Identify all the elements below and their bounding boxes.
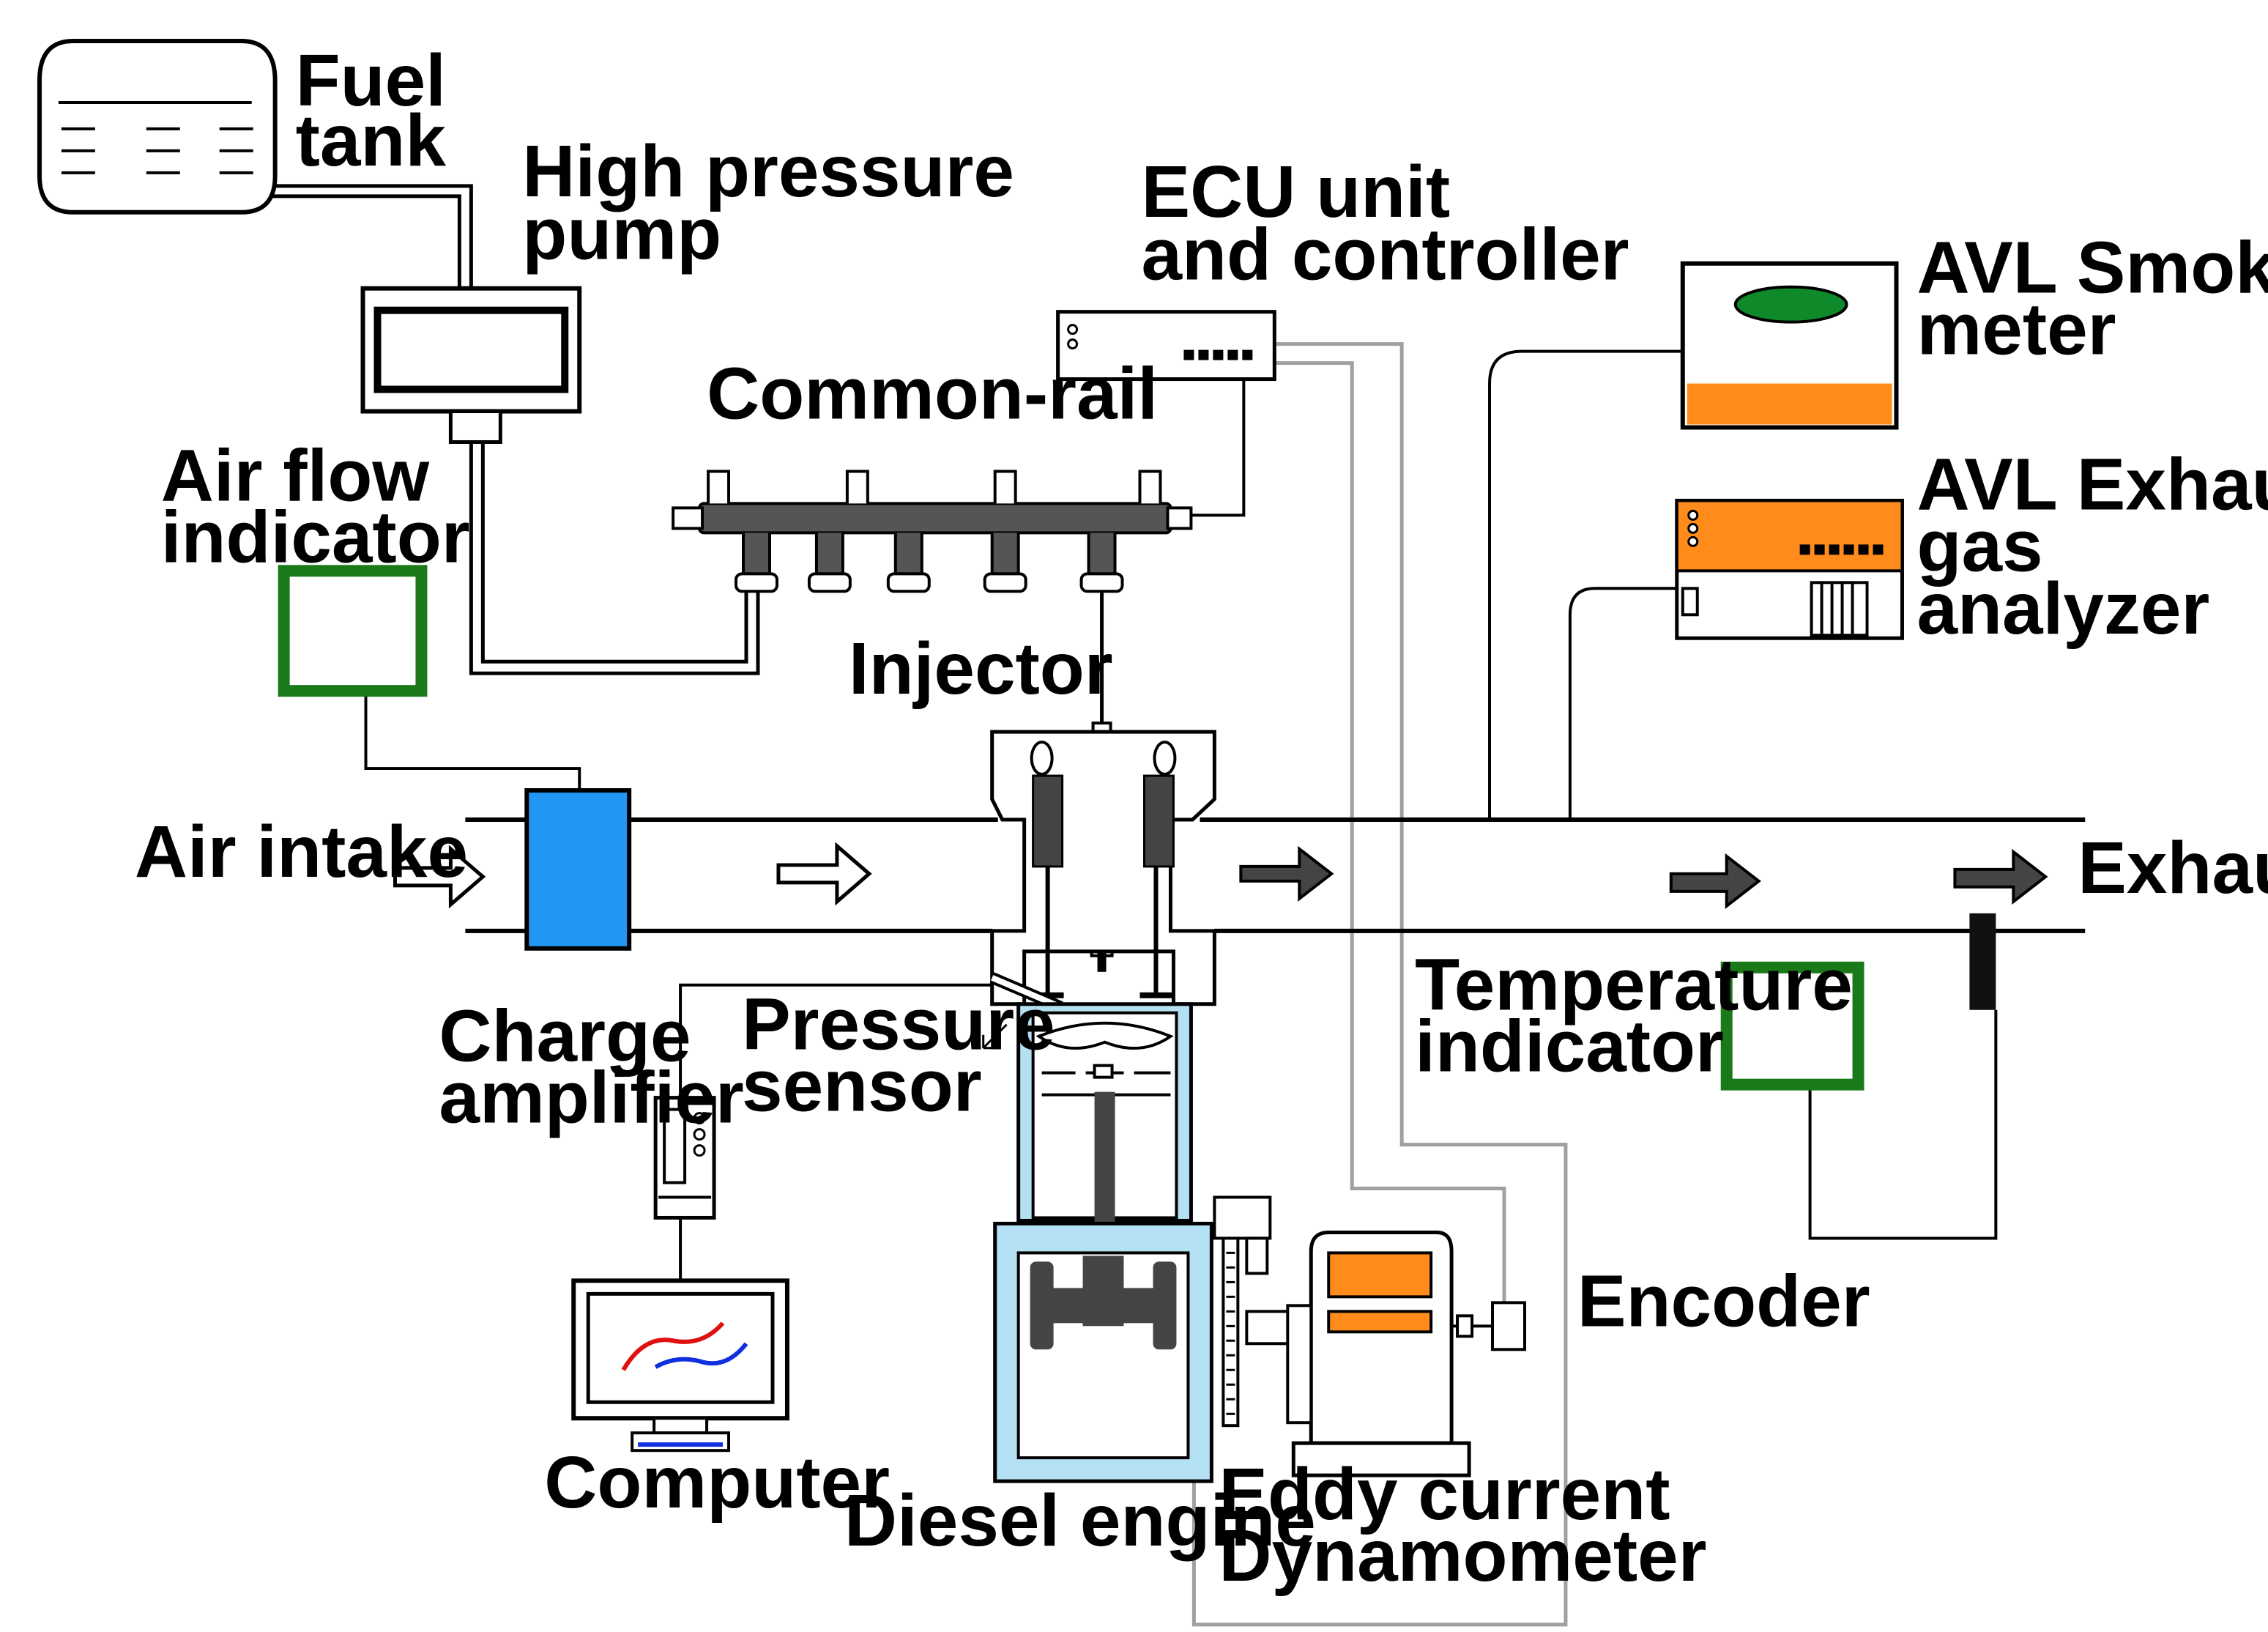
smoke-meter-label-1: AVL Smoke [1916,228,2268,309]
temperature-label-1: Temperature [1415,945,1853,1026]
eddy-current-dynamometer [1286,1230,1471,1477]
air-intake-sensor [524,788,632,951]
temperature-indicator [1720,961,1864,1091]
exhaust-label: Exhaust [2078,828,2268,909]
encoder [1451,1301,1526,1351]
ecu-label-1: ECU unit [1141,152,1450,233]
exhaust-manifold [1200,817,2086,933]
labels: Fuel tank High pressure pump ECU unit an… [135,40,2268,1597]
charge-amp-label-1: Charge [439,996,691,1078]
air-flow-indicator [278,565,428,697]
charge-amp-label-2: amplifier [439,1058,743,1139]
pressure-sensor-label-2: sensor [742,1046,982,1127]
signal-wires [364,349,1998,1281]
air-flow-label-2: indicator [161,497,470,578]
common-rail-label: Common-rail [707,354,1158,435]
pressure-sensor [982,972,1063,1050]
injector-label: Injector [849,628,1113,710]
dynamometer-label-1: Eddy current [1219,1454,1670,1535]
exhaust-arrow-2 [1669,853,1761,909]
ecu-label-2: and controller [1141,215,1629,296]
gas-analyzer-label-2: gas [1916,505,2042,587]
diesel-engine-label: Diesel engine [844,1480,1316,1562]
crankcase [993,1221,1213,1483]
gas-analyzer-label-1: AVL Exhaust [1916,444,2268,525]
dynamometer-label-2: Dynamometer [1219,1516,1706,1597]
flywheel-coupling [1213,1195,1293,1428]
charge-amplifier [653,1096,716,1220]
avl-smoke-meter [1680,261,1899,430]
temperature-label-2: indicator [1415,1006,1724,1088]
encoder-label: Encoder [1577,1261,1870,1342]
fuel-lines [272,184,760,675]
air-flow-label-1: Air flow [161,435,430,516]
air-intake-manifold [465,817,998,933]
common-rail [672,470,1193,593]
exhaust-arrow-1 [1239,845,1334,902]
fuel-tank [37,39,278,215]
computer-label: Computer [544,1442,890,1524]
hp-pump-label-1: High pressure [522,131,1014,212]
smoke-meter-label-2: meter [1916,289,2116,371]
pressure-sensor-label-1: Pressure [742,984,1055,1066]
high-pressure-pump [360,286,582,444]
exhaust-arrow-3 [1953,848,2048,905]
engine-head [990,730,1216,1006]
hp-pump-label-2: pump [522,194,721,275]
flow-arrows [393,842,2048,909]
air-intake-label: Air intake [135,812,468,893]
temperature-probe [1969,913,1996,1010]
gray-signal-wires [1191,342,1568,1627]
air-arrow-1 [393,845,486,909]
avl-exhaust-gas-analyzer [1675,498,1904,640]
gas-analyzer-label-3: analyzer [1916,568,2209,650]
air-arrow-2 [776,842,872,906]
computer [571,1278,789,1453]
fuel-tank-label-2: tank [296,100,447,182]
fuel-tank-label-1: Fuel [296,40,446,122]
ecu-unit [1056,310,1276,382]
